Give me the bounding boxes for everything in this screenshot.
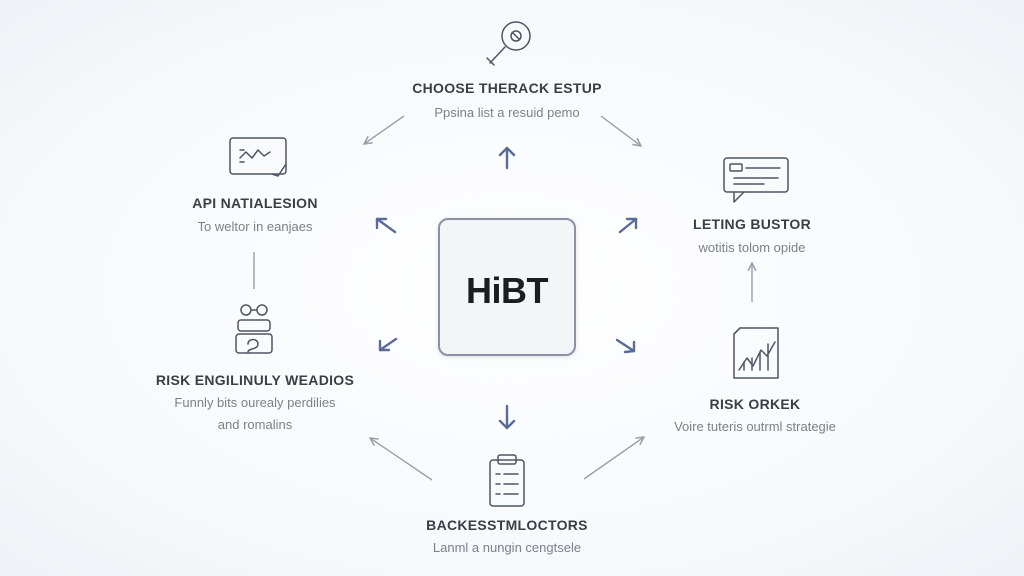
node-title: RISK ORKEK xyxy=(709,396,801,412)
node-choose-track-setup: CHOOSE THERACK ESTUP Ppsina list a resui… xyxy=(362,80,652,124)
chart-card-icon xyxy=(229,137,287,177)
arrow-down-left xyxy=(378,337,398,352)
trend-chart-icon xyxy=(733,327,779,379)
hibt-center-box: HiBT xyxy=(438,218,576,356)
node-description: wotitis tolom opide xyxy=(698,240,806,255)
connector-bottom-to-lower-right xyxy=(583,437,644,480)
node-backtest-monitors: BACKESSTMLOCTORS Lanml a nungin cengtsel… xyxy=(382,517,632,559)
node-title: RISK ENGILINULY WEADIOS xyxy=(155,372,355,388)
connector-lines xyxy=(253,115,752,481)
node-description: Voire tuteris outrml strategie xyxy=(674,419,836,434)
connector-top-to-upper-left xyxy=(364,115,405,144)
arrow-down-right xyxy=(615,338,636,354)
arrow-up xyxy=(498,146,516,170)
node-title: API NATIALESION xyxy=(192,195,318,211)
message-card-icon xyxy=(723,157,789,203)
node-api-integration: API NATIALESION To weltor in eanjaes xyxy=(140,195,370,238)
robot-icon xyxy=(235,304,273,354)
node-description: To weltor in eanjaes xyxy=(197,219,313,234)
arrow-up-right xyxy=(618,217,638,234)
arrow-up-left xyxy=(375,217,397,234)
node-description: Funnly bits ourealy perdilies xyxy=(174,395,336,410)
node-risk-engine: RISK ENGILINULY WEADIOS Funnly bits oure… xyxy=(130,372,380,436)
node-title: BACKESSTMLOCTORS xyxy=(426,517,588,533)
connector-top-to-upper-right xyxy=(600,115,641,146)
node-risk-order: RISK ORKEK Voire tuteris outrml strategi… xyxy=(640,396,870,438)
hibt-logo-text: HiBT xyxy=(466,270,549,311)
node-title: CHOOSE THERACK ESTUP xyxy=(412,80,602,96)
center-arrows xyxy=(375,146,638,430)
node-title: LETING BUSTOR xyxy=(693,216,811,232)
connector-bottom-to-lower-left xyxy=(370,438,433,481)
node-description: Ppsina list a resuid pemo xyxy=(434,105,580,120)
node-description: Lanml a nungin cengtsele xyxy=(432,540,582,555)
clipboard-icon xyxy=(489,454,525,507)
arrow-down xyxy=(498,404,516,430)
node-description-line-2: and romalins xyxy=(217,417,293,432)
magnifier-icon xyxy=(486,21,531,66)
node-letting-bustor: LETING BUSTOR wotitis tolom opide xyxy=(652,216,852,259)
